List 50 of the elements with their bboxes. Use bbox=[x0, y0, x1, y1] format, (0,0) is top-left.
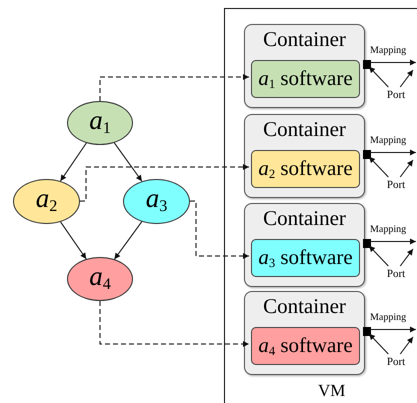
port-square bbox=[363, 150, 371, 159]
dashed-arrow bbox=[80, 164, 250, 202]
port-label: Port bbox=[386, 88, 406, 102]
arrow bbox=[60, 142, 87, 182]
software-box bbox=[251, 239, 360, 277]
port-square bbox=[363, 60, 371, 69]
leader-line bbox=[400, 248, 414, 266]
arrow bbox=[114, 221, 142, 260]
arrow bbox=[368, 326, 416, 332]
leader-line bbox=[400, 160, 414, 178]
arrow bbox=[368, 238, 416, 244]
task-label: a$_{4}$ bbox=[89, 262, 111, 295]
container-title: Container bbox=[262, 117, 347, 141]
port-label: Port bbox=[386, 178, 406, 192]
vm-label: VM bbox=[318, 381, 346, 401]
software-box bbox=[251, 327, 360, 365]
arrow bbox=[368, 60, 416, 66]
leader-line bbox=[368, 156, 389, 178]
task-label: a$_{3}$ bbox=[146, 185, 168, 218]
port-label: Port bbox=[386, 267, 406, 281]
container-title: Container bbox=[262, 294, 347, 318]
leader-line bbox=[368, 333, 389, 354]
software-label: a$_{3}$ software bbox=[258, 244, 353, 272]
leader-line bbox=[368, 245, 389, 266]
software-box bbox=[251, 150, 360, 188]
edge-label: Mapping bbox=[370, 224, 406, 235]
arrow bbox=[60, 221, 87, 260]
leader-line bbox=[400, 70, 414, 88]
leader-line bbox=[368, 66, 389, 88]
edge-label: Mapping bbox=[370, 135, 406, 146]
dashed-arrow bbox=[100, 74, 250, 102]
software-box bbox=[251, 60, 360, 98]
edge-label: Mapping bbox=[370, 45, 406, 56]
dashed-arrow bbox=[190, 200, 250, 259]
task-label: a$_{2}$ bbox=[36, 185, 58, 218]
arrow bbox=[368, 150, 416, 156]
vm-frame bbox=[224, 8, 417, 403]
software-label: a$_{1}$ software bbox=[258, 66, 353, 92]
software-label: a$_{4}$ software bbox=[258, 332, 353, 360]
port-square bbox=[363, 239, 371, 248]
container-title: Container bbox=[262, 206, 347, 230]
dashed-arrow bbox=[100, 300, 250, 347]
port-label: Port bbox=[386, 355, 406, 369]
arrow bbox=[114, 142, 142, 182]
software-label: a$_{2}$ software bbox=[258, 156, 353, 182]
container-title: Container bbox=[262, 27, 347, 51]
task-label: a$_{1}$ bbox=[89, 106, 111, 139]
port-square bbox=[363, 327, 371, 336]
edge-label: Mapping bbox=[370, 312, 406, 323]
leader-line bbox=[400, 336, 414, 354]
